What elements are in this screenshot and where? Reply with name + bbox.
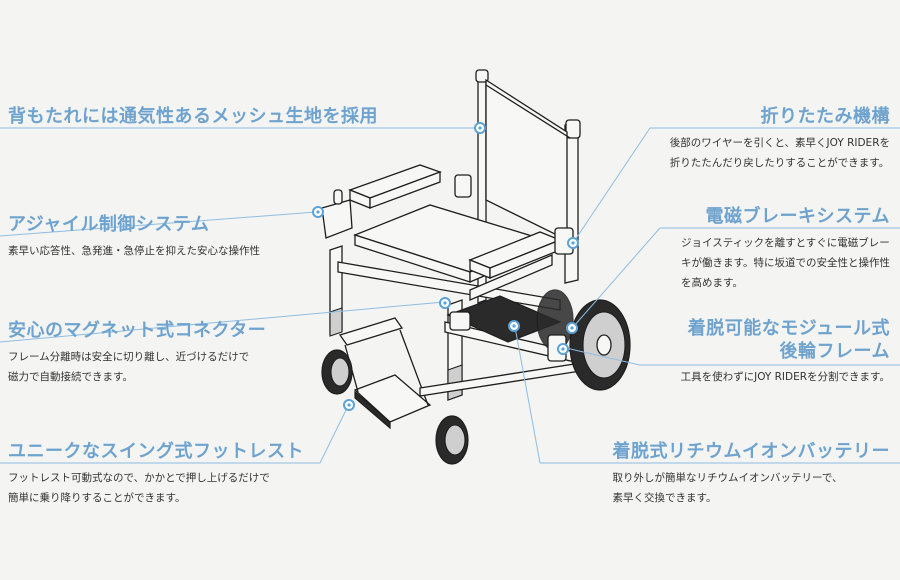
feature-magnet-desc-line: フレーム分離時は安全に切り離し、近づけるだけで (8, 350, 250, 363)
leader-agile (0, 211, 317, 237)
feature-swing-title: ユニークなスイング式フットレスト (8, 441, 304, 462)
feature-brake-title: 電磁ブレーキシステム (705, 206, 890, 227)
feature-battery-title: 着脱式リチウムイオンバッテリー (612, 441, 890, 462)
feature-swing-desc-line: 簡単に乗り降りすることができます。 (8, 491, 186, 504)
feature-brake: 電磁ブレーキシステム ジョイスティックを離すとすぐに電磁ブレー キが働きます。特… (681, 206, 890, 293)
hub-rear (557, 343, 569, 355)
leader-battery (514, 326, 900, 464)
hub-folding (567, 237, 579, 249)
leader-brake (573, 227, 661, 327)
feature-magnet-title: 安心のマグネット式コネクター (8, 320, 267, 341)
feature-rear-desc-line: 工具を使わずにJOY RIDERを分割できます。 (680, 371, 890, 383)
hub-brake (566, 322, 578, 334)
feature-folding-desc-line: 折りたたんだり戻したりすることができます。 (669, 156, 890, 169)
feature-brake-desc-line: を高めます。 (681, 276, 743, 289)
feature-rear: 着脱可能なモジュール式 後輪フレーム 工具を使わずにJOY RIDERを分割でき… (681, 318, 890, 387)
feature-rear-title-line2: 後輪フレーム (779, 340, 890, 362)
feature-folding-title: 折りたたみ機構 (760, 106, 890, 127)
feature-folding: 折りたたみ機構 後部のワイヤーを引くと、素早くJOY RIDERを 折りたたんだ… (670, 106, 890, 173)
feature-rear-title-line1: 着脱可能なモジュール式 (687, 318, 890, 339)
feature-agile: アジャイル制御システム 素早い応答性、急発進・急停止を抑えた安心な操作性 (8, 214, 260, 261)
feature-mesh-title: 背もたれには通気性あるメッシュ生地を採用 (8, 106, 378, 127)
feature-swing-desc-line: フットレスト可動式なので、かかとで押し上げるだけで (8, 471, 270, 484)
hub-mesh (474, 122, 486, 134)
leader-rear (565, 347, 900, 366)
leader-swing (0, 405, 349, 464)
feature-agile-desc-line: 素早い応答性、急発進・急停止を抑えた安心な操作性 (8, 244, 260, 257)
feature-magnet: 安心のマグネット式コネクター フレーム分離時は安全に切り離し、近づけるだけで 磁… (8, 320, 266, 387)
feature-magnet-desc-line: 磁力で自動接続できます。 (8, 370, 133, 383)
hub-magnet (439, 297, 451, 309)
leader-folding (574, 127, 651, 241)
feature-battery-desc-line: 取り外しが簡単なリチウムイオンバッテリーで、 (612, 471, 843, 484)
hub-swing (343, 399, 355, 411)
feature-agile-title: アジャイル制御システム (8, 214, 210, 235)
hub-battery (508, 320, 520, 332)
feature-mesh: 背もたれには通気性あるメッシュ生地を採用 (8, 106, 378, 129)
feature-brake-desc-line: キが働きます。特に坂道での安全性と操作性 (681, 256, 890, 269)
feature-swing: ユニークなスイング式フットレスト フットレスト可動式なので、かかとで押し上げるだ… (8, 441, 304, 508)
feature-folding-desc-line: 後部のワイヤーを引くと、素早くJOY RIDERを (669, 136, 890, 149)
hub-agile (312, 206, 324, 218)
feature-brake-desc-line: ジョイスティックを離すとすぐに電磁ブレー (681, 236, 890, 249)
feature-battery: 着脱式リチウムイオンバッテリー 取り外しが簡単なリチウムイオンバッテリーで、 素… (613, 441, 891, 508)
leader-magnet (0, 301, 445, 343)
feature-battery-desc-line: 素早く交換できます。 (612, 491, 717, 504)
